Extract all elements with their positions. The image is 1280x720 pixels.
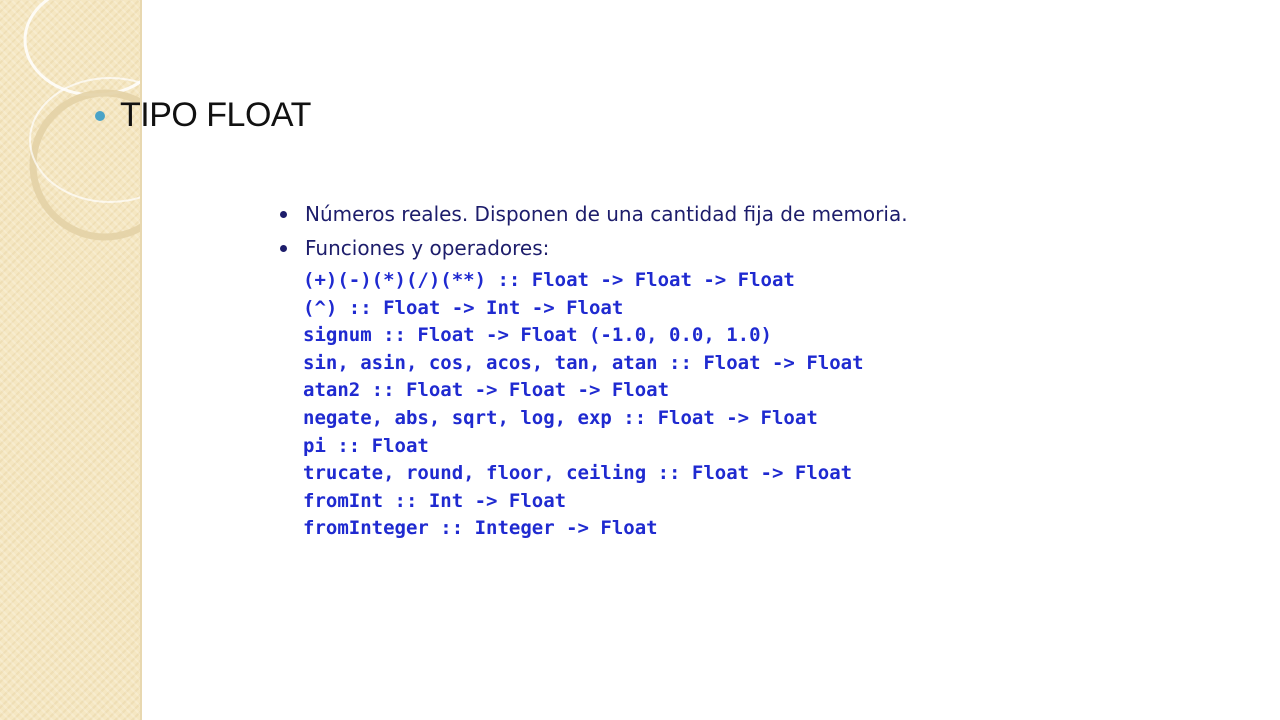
code-line: (^) :: Float -> Int -> Float <box>303 296 624 319</box>
code-line: pi :: Float <box>303 434 429 457</box>
slide-content: Números reales. Disponen de una cantidad… <box>278 197 908 543</box>
code-line: negate, abs, sqrt, log, exp :: Float -> … <box>303 406 818 429</box>
title-text: TIPO FLOAT <box>120 96 311 134</box>
code-line: fromInteger :: Integer -> Float <box>303 517 658 540</box>
bullet-icon <box>280 210 287 218</box>
decorative-swoosh <box>23 0 142 241</box>
bullet-text: Funciones y operadores: <box>305 236 550 260</box>
code-line: signum :: Float -> Float (-1.0, 0.0, 1.0… <box>303 324 772 347</box>
code-block: (+)(-)(*)(/)(**) :: Float -> Float -> Fl… <box>303 267 908 543</box>
code-line: atan2 :: Float -> Float -> Float <box>303 379 670 402</box>
code-line: (+)(-)(*)(/)(**) :: Float -> Float -> Fl… <box>303 269 795 291</box>
slide-title: TIPO FLOAT <box>95 96 311 135</box>
code-line: fromInt :: Int -> Float <box>303 489 567 512</box>
bullet-icon <box>280 244 287 252</box>
title-bullet-icon <box>95 110 105 121</box>
code-line: trucate, round, floor, ceiling :: Float … <box>303 462 853 485</box>
decorative-side-panel <box>0 0 142 720</box>
bullet-item: Funciones y operadores: <box>278 231 908 265</box>
bullet-text: Números reales. Disponen de una cantidad… <box>305 202 908 226</box>
panel-edge <box>140 0 142 720</box>
code-line: sin, asin, cos, acos, tan, atan :: Float… <box>303 351 864 374</box>
bullet-item: Números reales. Disponen de una cantidad… <box>278 197 908 231</box>
